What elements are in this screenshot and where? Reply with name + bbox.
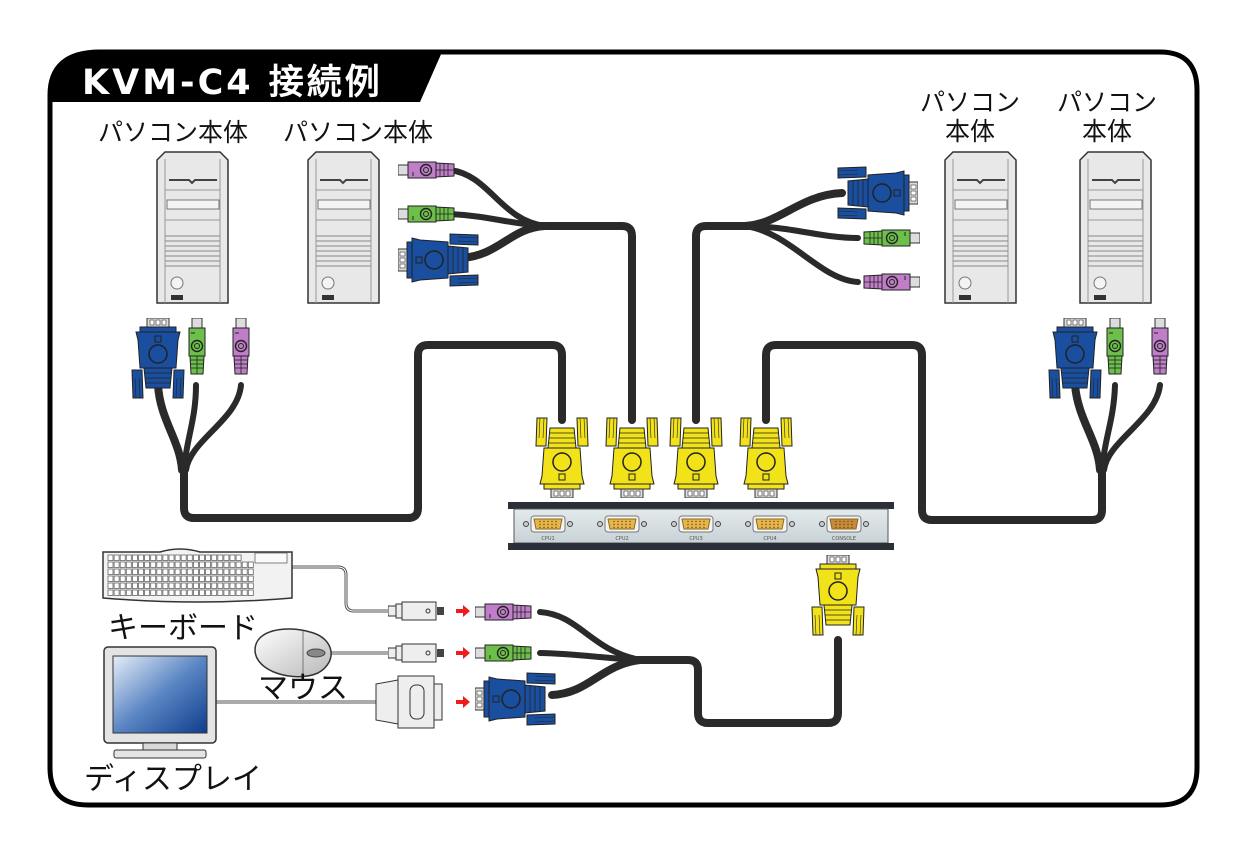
pc-4-label-line1: パソコン [1057,88,1157,117]
console-vga-connector [475,673,555,725]
kvm-switch: CPU1 CPU2 CPU3 CPU4 CONSOLE [508,502,894,550]
pc-3-label-line1: パソコン [920,88,1020,117]
switch-port-cpu4: CPU4 [745,515,795,542]
kvm-cpu4-connector [740,418,792,498]
cable-console-vga [548,656,644,699]
switch-port-label: CPU1 [541,536,554,542]
pc-tower-3 [944,151,1017,304]
title-banner [48,52,442,102]
cable-pc4-trunk [762,341,1106,524]
pc3-vga-connector [838,167,918,219]
display-label: ディスプレイ [84,762,262,797]
kvm-cpu1-connector [536,418,588,498]
cable-pc2-trunk [536,222,636,424]
switch-port-label: CPU4 [763,536,776,542]
cable-pc3-purple [742,223,861,285]
pc-tower-1 [156,151,229,304]
kvm-cpu3-connector [670,418,722,498]
pc2-vga-connector [398,234,478,286]
pc1-vga-connector [131,318,185,399]
pc-3-label-line2: 本体 [945,117,995,146]
pc-tower-4 [1079,151,1152,304]
switch-port-label: CPU2 [615,536,628,542]
cable-console-trunk [631,636,842,727]
cable-pc4-green [1099,382,1118,473]
pc-1-label: パソコン本体 [98,118,248,147]
pc-tower-2 [307,151,380,304]
display-vga-plug [375,675,443,729]
cable-pc1-trunk [180,341,566,522]
display-icon [103,646,217,759]
cable-pc3-trunk [692,222,754,424]
pc-2-label: パソコン本体 [283,118,433,147]
keyboard-ps2-plug [388,601,445,621]
cable-pc4-vga [1071,381,1104,474]
switch-port-cpu1: CPU1 [523,515,573,542]
cable-pc4-purple [1101,382,1163,473]
mouse-ps2-plug [388,643,445,663]
page-title: KVM-C4 接続例 [82,63,383,103]
cable-pc1-vga [154,381,186,474]
pc4-vga-connector [1048,318,1102,399]
switch-port-cpu3: CPU3 [671,515,721,542]
kvm-console-connector [811,555,865,636]
mouse-label: マウス [258,671,348,706]
pc-4-label-line2: 本体 [1082,117,1132,146]
switch-port-label: CPU3 [689,536,702,542]
keyboard-label: キーボード [108,611,258,646]
cable-pc1-purple [183,382,244,473]
switch-port-label: CONSOLE [832,536,856,542]
switch-port-cpu2: CPU2 [597,515,647,542]
mouse-icon [254,628,332,678]
kvm-cpu2-connector [606,418,658,498]
keyboard-icon [102,548,293,603]
cable-pc2-vga [458,222,549,262]
cable-console-purple [537,609,643,663]
switch-port-console: CONSOLE [819,515,869,542]
cable-pc1-green [181,382,199,473]
